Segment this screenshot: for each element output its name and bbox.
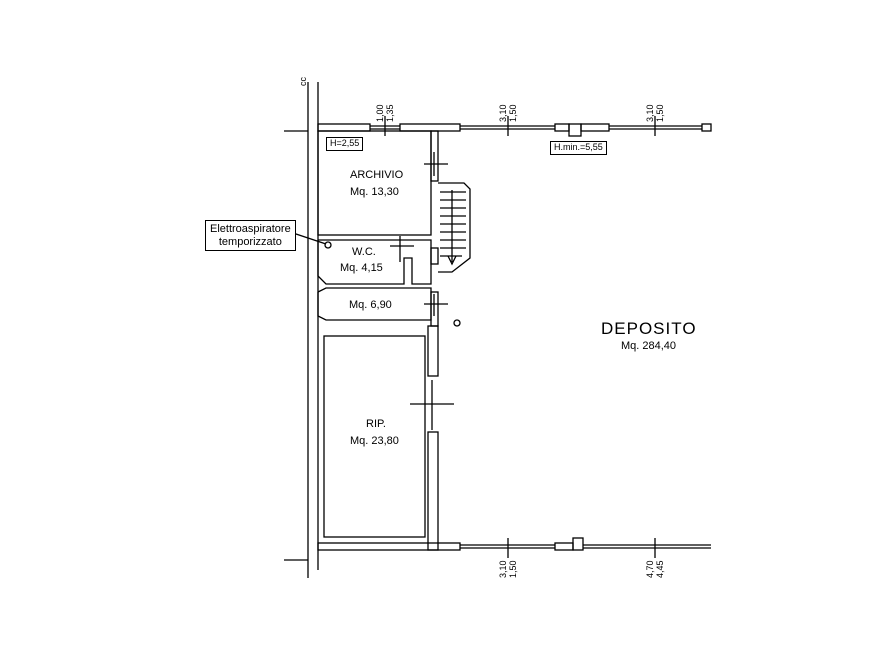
- small-room-area: Mq. 6,90: [349, 299, 392, 311]
- vent-callout: Elettroaspiratore temporizzato: [205, 220, 296, 252]
- bottom-wall-segment-1: [317, 542, 461, 551]
- top-wall-end: [701, 123, 712, 132]
- rip-name: RIP.: [366, 418, 386, 430]
- pilaster-top-1-proj: [568, 123, 582, 137]
- archivio-room-outline: [317, 130, 432, 236]
- pilaster-top-1-b: [580, 123, 610, 132]
- dim-top-3b: 1,50: [655, 104, 665, 122]
- dim-top-1a: 1,00: [375, 104, 385, 122]
- deposito-min-height-label: H.min.=5,55: [550, 141, 607, 155]
- edge-fragment-text: cc: [298, 77, 308, 86]
- partition-wall-mid: [430, 247, 439, 265]
- column-symbol: [453, 319, 461, 327]
- callout-line-1: Elettroaspiratore: [210, 223, 291, 235]
- callout-leader: [289, 231, 327, 245]
- stair-arrow-head: [447, 255, 457, 266]
- partition-wall-rip-1: [427, 325, 439, 377]
- partition-wall-rip-2: [427, 431, 439, 551]
- dim-bottom-2a: 4,70: [645, 560, 655, 578]
- pilaster-bottom-1-proj: [572, 537, 584, 551]
- dim-top-2b: 1,50: [508, 104, 518, 122]
- deposito-area: Mq. 284,40: [621, 340, 677, 352]
- top-wall-segment-1: [317, 123, 371, 132]
- rip-room-outline: [323, 335, 426, 538]
- small-room-outline: [317, 287, 432, 321]
- pilaster-top-1: [554, 123, 570, 132]
- dim-bottom-2b: 4,45: [655, 560, 665, 578]
- wc-room-outline: [317, 239, 432, 285]
- archivio-height-label: H=2,55: [326, 137, 364, 151]
- stair-outline: [438, 182, 471, 273]
- callout-line-2: temporizzato: [218, 235, 282, 248]
- deposito-name: DEPOSITO: [601, 319, 697, 338]
- archivio-area: Mq. 13,30: [350, 186, 399, 198]
- rip-area: Mq. 23,80: [350, 435, 399, 447]
- pilaster-bottom-1: [554, 542, 574, 551]
- archivio-name: ARCHIVIO: [350, 169, 404, 181]
- dim-top-2a: 3,10: [498, 104, 508, 122]
- dim-bottom-1a: 3,10: [498, 560, 508, 578]
- vent-symbol: [324, 241, 332, 249]
- dim-bottom-1b: 1,50: [508, 560, 518, 578]
- wc-name: W.C.: [352, 246, 376, 258]
- dim-top-3a: 3,10: [645, 104, 655, 122]
- top-wall-segment-2: [399, 123, 461, 132]
- wc-area: Mq. 4,15: [340, 262, 383, 274]
- dim-top-1b: 1,35: [385, 104, 395, 122]
